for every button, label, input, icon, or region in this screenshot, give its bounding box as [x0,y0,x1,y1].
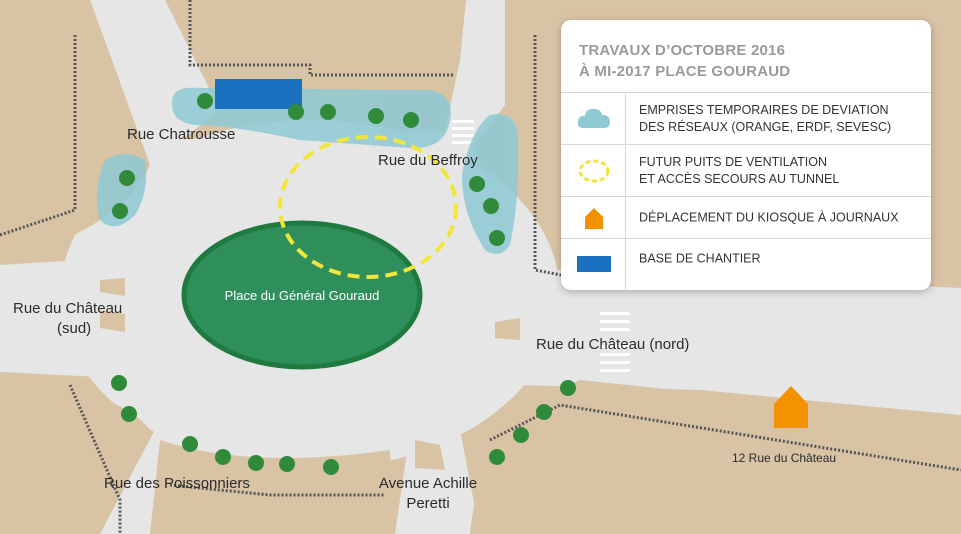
label-rue-du-chateau-sud: Rue du Château [13,300,122,317]
legend-title: TRAVAUX D’OCTOBRE 2016 À MI-2017 PLACE G… [579,40,909,82]
label-rue-du-beffroy: Rue du Beffroy [378,152,478,169]
label-avenue-line1: Avenue Achille [379,475,477,492]
tree [560,380,576,396]
legend-label-ventilation-line2: ET ACCÈS SECOURS AU TUNNEL [639,172,840,186]
map-labels: Rue Chatrousse Rue du Beffroy Rue du Châ… [13,126,836,512]
tree [323,459,339,475]
crosswalks [452,120,630,372]
crosswalk-stripe [452,134,474,137]
central-island [181,220,423,370]
tree [215,449,231,465]
tree [288,104,304,120]
legend-item-kiosk: DÉPLACEMENT DU KIOSQUE À JOURNAUX [561,196,931,239]
tree [403,112,419,128]
crosswalk-stripe [600,320,630,323]
legend-item-ventilation-shaft: FUTUR PUITS DE VENTILATION ET ACCÈS SECO… [561,144,931,197]
crosswalk-stripe [452,141,474,144]
tree [112,203,128,219]
worksite-base [215,79,302,109]
cloud-icon [577,108,610,128]
newspaper-kiosk [774,386,808,428]
label-rue-des-poissonniers: Rue des Poissonniers [104,475,250,492]
crosswalk-stripe [600,369,630,372]
crosswalk-stripe [600,353,630,356]
label-address: 12 Rue du Château [732,451,836,465]
crosswalk-stripe [452,127,474,130]
crosswalk-stripe [600,328,630,331]
tree [513,427,529,443]
traffic-islands [100,278,520,470]
map-legend: TRAVAUX D’OCTOBRE 2016 À MI-2017 PLACE G… [561,20,931,290]
tree [536,404,552,420]
edge-line [533,35,562,277]
legend-item-worksite-base: BASE DE CHANTIER [561,238,931,290]
edge-line [489,403,961,472]
tree [248,455,264,471]
label-rue-du-chateau-sud-suffix: (sud) [57,320,91,337]
traffic-island [415,440,445,470]
crosswalk-stripe [600,345,630,348]
tree [469,176,485,192]
tree [489,230,505,246]
edge-line [188,0,455,77]
tree [197,93,213,109]
label-avenue-line2: Peretti [406,495,449,512]
zone-west [96,154,147,227]
traffic-island [495,318,520,340]
ventilation-shaft-outline [278,135,458,279]
legend-label-worksite-base: BASE DE CHANTIER [639,251,761,266]
dashed-circle-icon [578,159,610,183]
label-rue-chatrousse: Rue Chatrousse [127,126,235,143]
road-rue-chatrousse [90,0,220,165]
tree [119,170,135,186]
traffic-island [100,310,125,332]
traffic-island [100,278,125,296]
legend-label-kiosk: DÉPLACEMENT DU KIOSQUE À JOURNAUX [639,210,899,225]
trees [111,93,576,475]
label-rue-du-chateau-nord: Rue du Château (nord) [536,336,689,353]
zone-east [462,114,519,255]
legend-title-line1: TRAVAUX D’OCTOBRE 2016 [579,42,786,59]
edge-line [68,384,122,534]
road-rue-du-chateau-nord [470,268,961,415]
legend-title-line2: À MI-2017 PLACE GOURAUD [579,63,791,80]
tree [279,456,295,472]
tree [320,104,336,120]
crosswalk-stripe [452,120,474,123]
temporary-zones [96,87,519,255]
tree [111,375,127,391]
legend-label-temporary-zones-line1: EMPRISES TEMPORAIRES DE DEVIATION [639,103,889,117]
tree [182,436,198,452]
block-bottom-left [0,378,150,534]
crosswalk-stripe [600,312,630,315]
label-place: Place du Général Gouraud [225,288,380,303]
rectangle-icon [577,256,611,272]
edge-line [169,483,385,497]
tree [121,406,137,422]
legend-item-temporary-zones: EMPRISES TEMPORAIRES DE DEVIATION DES RÉ… [561,92,931,145]
tree [483,198,499,214]
legend-label-ventilation-line1: FUTUR PUITS DE VENTILATION [639,155,827,169]
crosswalk-stripe [600,361,630,364]
legend-label-temporary-zones-line2: DES RÉSEAUX (ORANGE, ERDF, SEVESC) [639,120,892,134]
house-icon [585,208,603,229]
block-bottom-right [470,380,961,534]
road-rue-du-beffroy [445,0,505,150]
tree [489,449,505,465]
tree [368,108,384,124]
